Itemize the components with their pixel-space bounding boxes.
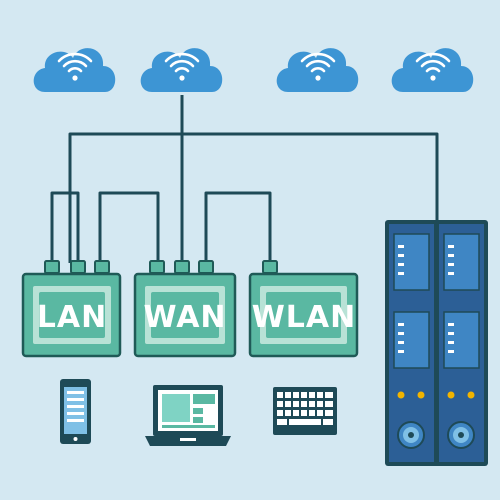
wifi-cloud-icon — [32, 46, 117, 94]
device-lan: LAN — [21, 272, 122, 358]
laptop-icon — [145, 385, 231, 446]
connection-lines — [50, 95, 439, 263]
device-label-lan: LAN — [37, 300, 107, 335]
keyboard-icon — [273, 387, 337, 435]
device-label-wlan: WLAN — [252, 300, 357, 335]
wifi-cloud-icon — [139, 46, 224, 94]
device-label-wan: WAN — [143, 300, 226, 335]
device-wan: WAN — [133, 272, 237, 358]
wifi-cloud-icon — [275, 46, 360, 94]
server-rack-icon — [385, 220, 488, 466]
device-wlan: WLAN — [248, 272, 359, 358]
smartphone-icon — [60, 379, 91, 444]
wifi-cloud-icon — [390, 46, 475, 94]
